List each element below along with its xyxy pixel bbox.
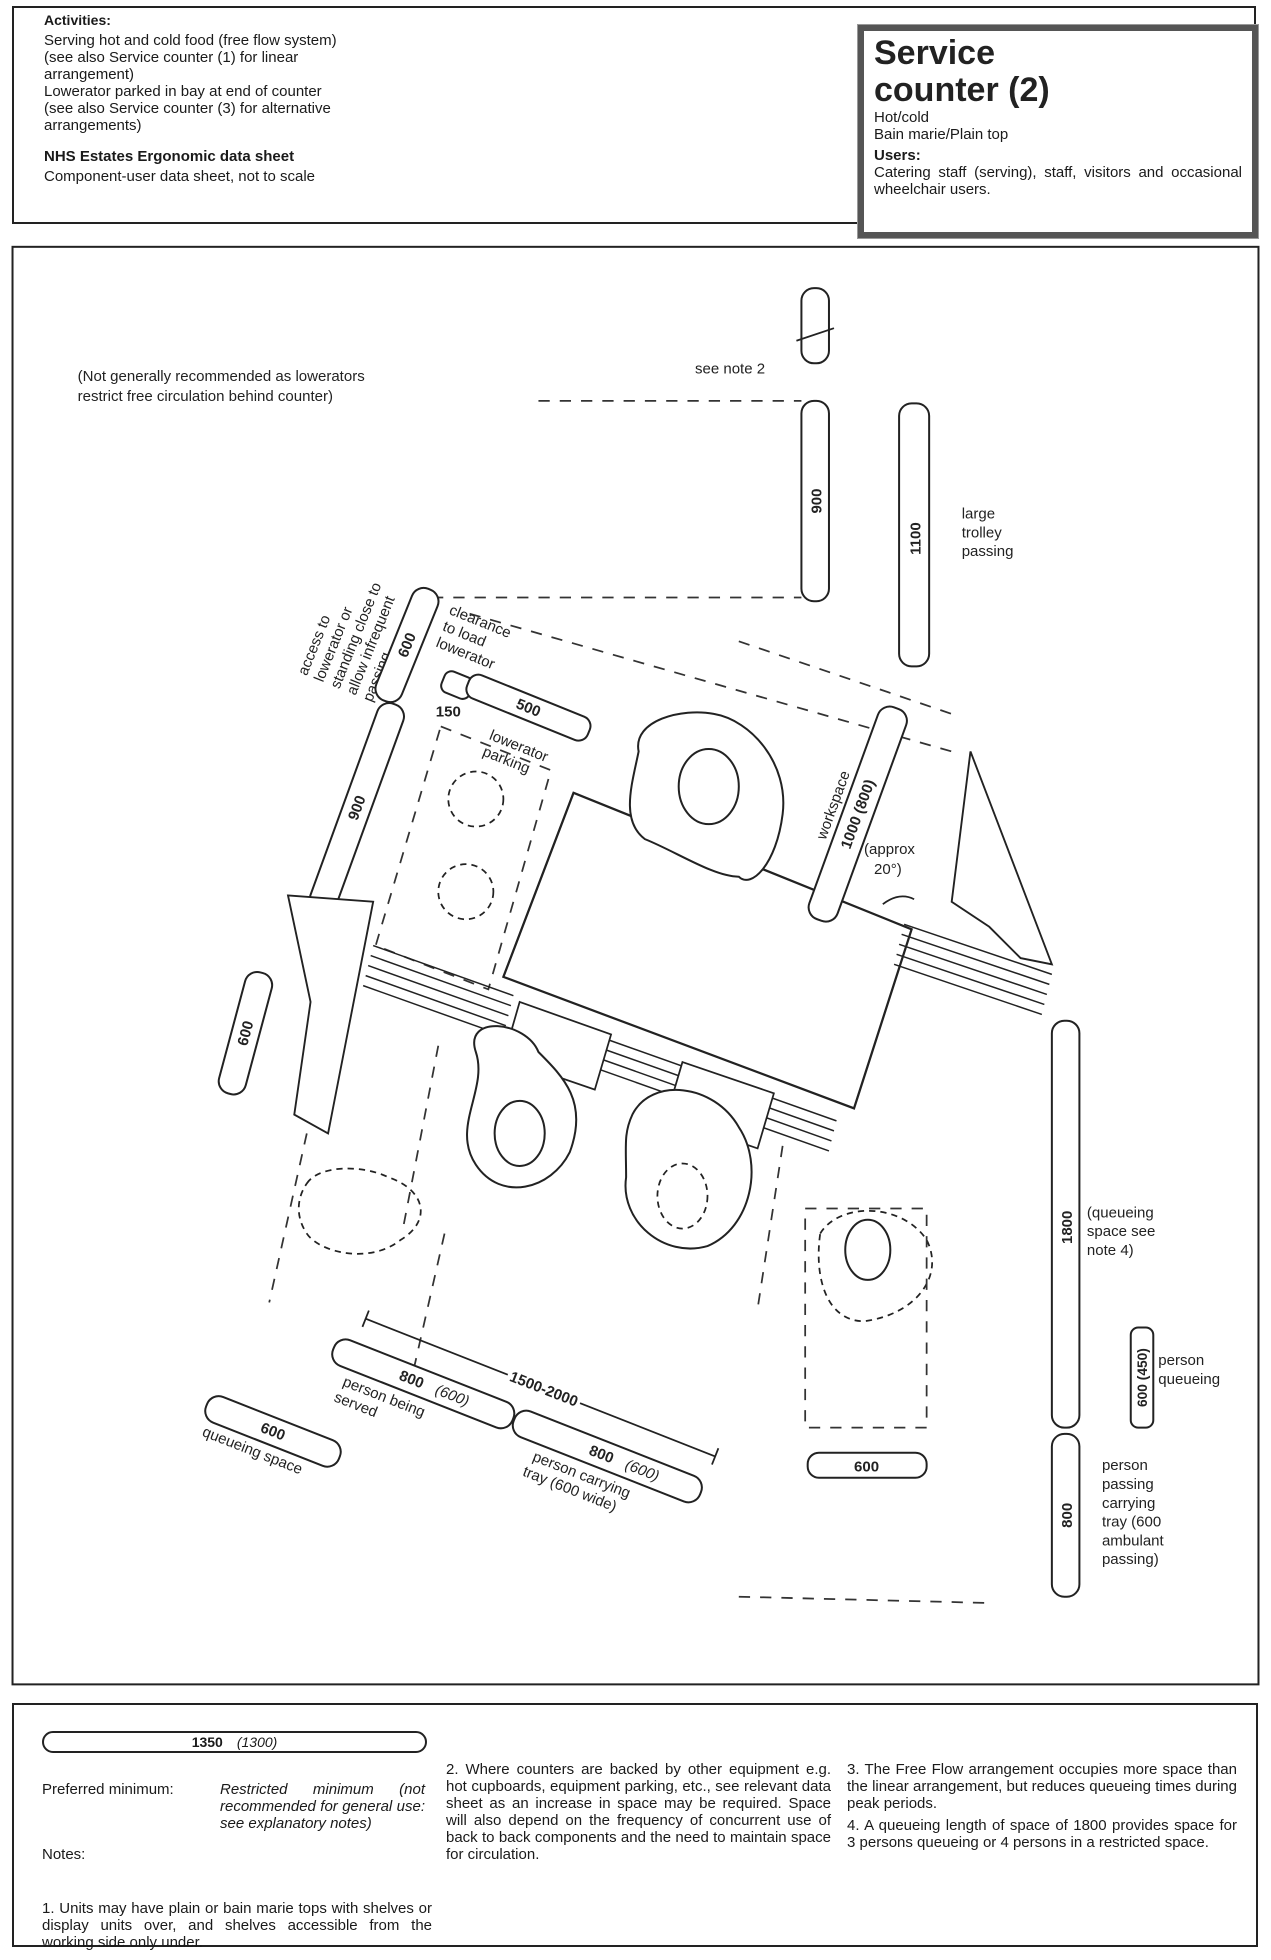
counter-top: Bain marie/Plain top <box>874 126 1009 143</box>
person-passing-label: person <box>1102 1457 1148 1474</box>
dim-600-bottom: 600 <box>854 1458 879 1475</box>
lowerator-parking-label: lowerator parking <box>480 727 550 777</box>
activity-line: arrangement) <box>44 66 135 83</box>
note-2: 2. Where counters are backed by other eq… <box>446 1761 831 1863</box>
customer-head <box>493 1099 546 1167</box>
queueing-note: (queueing <box>1087 1204 1154 1221</box>
dimension-bar-person-queueing <box>1129 1326 1155 1429</box>
dimension-bar-600-access <box>374 586 440 704</box>
dim-600-left: 600 <box>234 1019 257 1048</box>
dim-1500-2000: 1500-2000 <box>507 1368 580 1410</box>
notes-heading: Notes: <box>42 1846 86 1863</box>
break-mark <box>796 327 835 342</box>
page-title-line2: counter (2) <box>874 71 1050 109</box>
page-title-line1: Service <box>874 34 995 72</box>
lowerator-wheel <box>437 863 495 921</box>
restricted-label: Restricted minimum (not recommended for … <box>220 1781 425 1832</box>
dimension-bar-person-tray <box>511 1409 703 1504</box>
diagram-frame <box>11 245 1260 1686</box>
dimension-bar-500 <box>465 673 592 742</box>
server-head <box>677 747 740 826</box>
wall-end-right <box>950 751 1054 966</box>
angle-arc <box>882 895 915 905</box>
dimension-bar <box>800 287 830 365</box>
dimension-bar-1800 <box>1050 1019 1081 1429</box>
wall-end-left <box>286 894 375 1135</box>
note-4: 4. A queueing length of space of 1800 pr… <box>847 1817 1237 1851</box>
zone-line <box>412 1233 446 1372</box>
trolley-label: trolley <box>962 524 1003 541</box>
activity-line: (see also Service counter (3) for altern… <box>44 100 331 117</box>
boundary-line <box>738 640 952 715</box>
person-queueing-label: person <box>1158 1352 1204 1369</box>
footer-notes-panel: 1350 (1300) Preferred minimum: Restricted … <box>12 1703 1258 1951</box>
angle-label: 20°) <box>874 861 902 878</box>
dimension-bar-1100 <box>898 402 931 668</box>
activities-section: Activities: Serving hot and cold food (f… <box>44 12 464 185</box>
queueing-note: note 4) <box>1087 1242 1134 1259</box>
passing-figure <box>817 1209 933 1323</box>
dim-800-right: 800 <box>1059 1503 1076 1528</box>
not-recommended-note: restrict free circulation behind counter… <box>78 388 333 405</box>
dimension-bar-queueing <box>204 1395 342 1468</box>
dim-150: 150 <box>436 703 461 720</box>
note-3: 3. The Free Flow arrangement occupies mo… <box>847 1761 1237 1812</box>
person-passing-label: carrying <box>1102 1495 1155 1512</box>
dimension-bar-person-served <box>331 1338 516 1430</box>
zone-line <box>756 1145 784 1309</box>
customer-figure <box>624 1088 753 1250</box>
users-text: Catering staff (serving), staff, visitor… <box>874 164 1242 198</box>
sheet-subtitle: Component-user data sheet, not to scale <box>44 168 315 185</box>
activity-line: Serving hot and cold food (free flow sys… <box>44 32 337 49</box>
dim-restricted: (1300) <box>236 1734 278 1750</box>
trolley-label: passing <box>962 543 1014 560</box>
clearance-note: clearance to load lowerator <box>434 602 514 673</box>
person-passing-label: ambulant <box>1102 1532 1165 1549</box>
person-passing-label: tray (600 <box>1102 1514 1161 1531</box>
dimension-legend-bar: 1350 (1300) <box>42 1731 427 1753</box>
angle-label: (approx <box>864 841 915 858</box>
note-1: 1. Units may have plain or bain marie to… <box>42 1900 432 1951</box>
dimension-bar-workspace <box>807 705 908 923</box>
customer-head <box>656 1162 709 1230</box>
activity-line: (see also Service counter (1) for linear <box>44 49 299 66</box>
dimension-bar-600-left <box>217 970 274 1096</box>
person-queueing-label: queueing <box>1158 1371 1220 1388</box>
zone-line <box>402 1045 440 1228</box>
title-box: Service counter (2) Hot/cold Bain marie/… <box>857 24 1259 239</box>
zone-line <box>268 1133 308 1303</box>
person-passing-label: passing) <box>1102 1551 1159 1568</box>
lowerator-bay <box>374 725 553 991</box>
passing-figure-head <box>844 1218 892 1281</box>
header-panel: Activities: Serving hot and cold food (f… <box>12 6 1256 224</box>
sheet-title: NHS Estates Ergonomic data sheet <box>44 148 295 165</box>
dim-1800: 1800 <box>1059 1211 1076 1244</box>
person-passing-label: passing <box>1102 1476 1154 1493</box>
counter-type: Hot/cold <box>874 109 930 126</box>
dim-900-top: 900 <box>808 488 825 513</box>
dim-1100: 1100 <box>907 522 924 555</box>
activity-line: arrangements) <box>44 117 142 134</box>
dimension-tick <box>711 1447 720 1465</box>
dimension-bar-600-bottom <box>806 1451 928 1479</box>
dimension-bar-800-right <box>1050 1432 1081 1598</box>
dimension-bar-900 <box>800 399 830 603</box>
dim-person-queueing: 600 (450) <box>1135 1348 1150 1407</box>
legend-column: Preferred minimum: Restricted minimum (no… <box>42 1781 432 1871</box>
lowerator-wheel <box>447 770 505 828</box>
queueing-note: space see <box>1087 1223 1155 1240</box>
counter-edge <box>502 792 575 978</box>
activity-line: Lowerator parked in bay at end of counte… <box>44 83 322 100</box>
users-heading: Users: <box>874 147 921 164</box>
boundary-line <box>738 1595 990 1604</box>
activities-heading: Activities: <box>44 12 111 28</box>
not-recommended-note: (Not generally recommended as lowerators <box>78 368 365 385</box>
trolley-label: large <box>962 506 995 523</box>
dimension-tick <box>361 1310 370 1328</box>
see-note-2-label: see note 2 <box>695 360 765 377</box>
queueing-figure <box>297 1167 422 1255</box>
dim-preferred: 1350 <box>191 1734 223 1750</box>
preferred-label: Preferred minimum: <box>42 1781 174 1798</box>
